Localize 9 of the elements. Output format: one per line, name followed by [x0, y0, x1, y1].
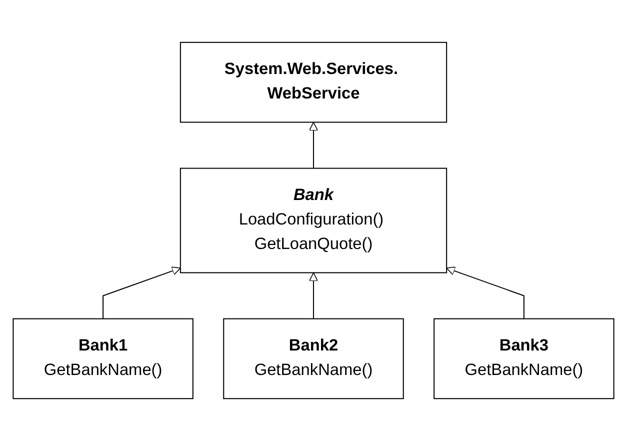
- node-box: Bank1 GetBankName(): [12, 318, 194, 400]
- node-box: System.Web.Services. WebService: [180, 42, 448, 123]
- arrow: [102, 266, 181, 319]
- arrow: [446, 266, 524, 319]
- arrow: [309, 122, 318, 168]
- node-box: Bank LoadConfiguration() GetLoanQuote(): [180, 168, 448, 274]
- node-box: Bank2 GetBankName(): [223, 318, 404, 400]
- node-box: Bank3 GetBankName(): [434, 318, 614, 400]
- arrow: [309, 272, 318, 319]
